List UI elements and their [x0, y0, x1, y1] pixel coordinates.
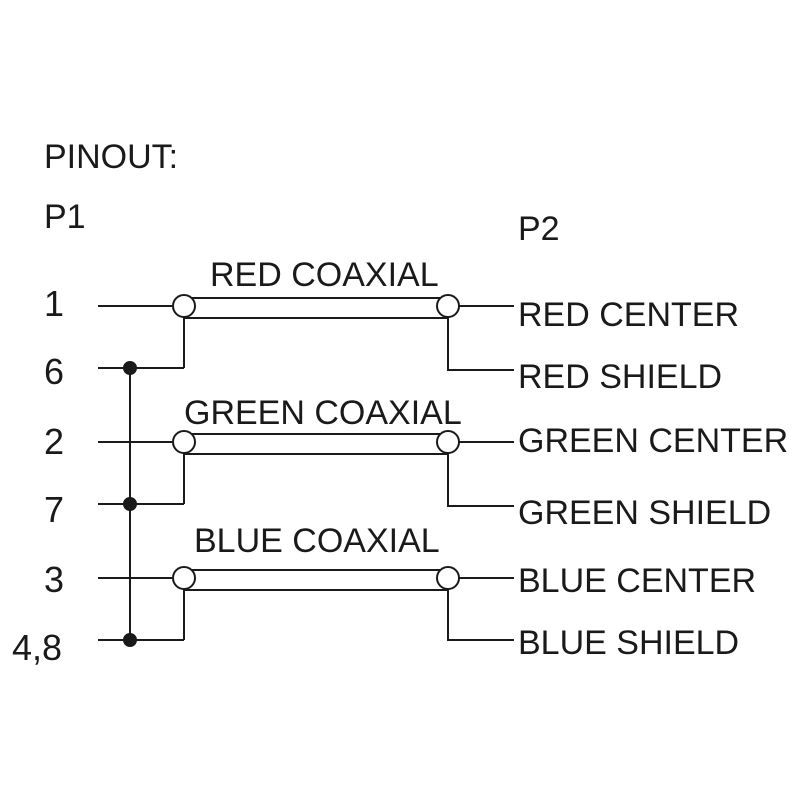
blue-coax-end-p2	[436, 566, 460, 590]
signal-green-center: GREEN CENTER	[518, 422, 788, 460]
cable-label-red: RED COAXIAL	[210, 256, 439, 294]
red-coax-end-p2	[436, 294, 460, 318]
junction-dot-pin4-8	[123, 633, 137, 647]
cable-blue-group	[98, 566, 514, 647]
red-shield-wire	[447, 318, 514, 371]
pin-label-3: 3	[44, 559, 64, 600]
connector-p1-label: P1	[44, 198, 86, 236]
green-coax-end-p2	[436, 430, 460, 454]
signal-red-shield: RED SHIELD	[518, 358, 722, 396]
signal-blue-shield: BLUE SHIELD	[518, 624, 739, 662]
junction-dot-pin7	[123, 497, 137, 511]
pinout-title: PINOUT:	[44, 138, 178, 176]
blue-shield-wire	[447, 590, 514, 641]
cable-green-group	[98, 430, 514, 511]
pin-label-6: 6	[44, 351, 64, 392]
cable-red-group	[98, 294, 514, 375]
signal-green-shield: GREEN SHIELD	[518, 494, 771, 532]
pin-label-4-8: 4,8	[12, 627, 62, 668]
pin-label-7: 7	[44, 489, 64, 530]
pin-label-1: 1	[44, 283, 64, 324]
blue-coax-end-p1	[172, 566, 196, 590]
red-coax-end-p1	[172, 294, 196, 318]
connector-p2-label: P2	[518, 210, 560, 248]
signal-blue-center: BLUE CENTER	[518, 562, 756, 600]
green-coax-end-p1	[172, 430, 196, 454]
pin-label-2: 2	[44, 421, 64, 462]
cable-label-green: GREEN COAXIAL	[184, 394, 462, 432]
green-shield-wire	[447, 454, 514, 507]
junction-dot-pin6	[123, 361, 137, 375]
cable-label-blue: BLUE COAXIAL	[194, 522, 440, 560]
signal-red-center: RED CENTER	[518, 296, 739, 334]
